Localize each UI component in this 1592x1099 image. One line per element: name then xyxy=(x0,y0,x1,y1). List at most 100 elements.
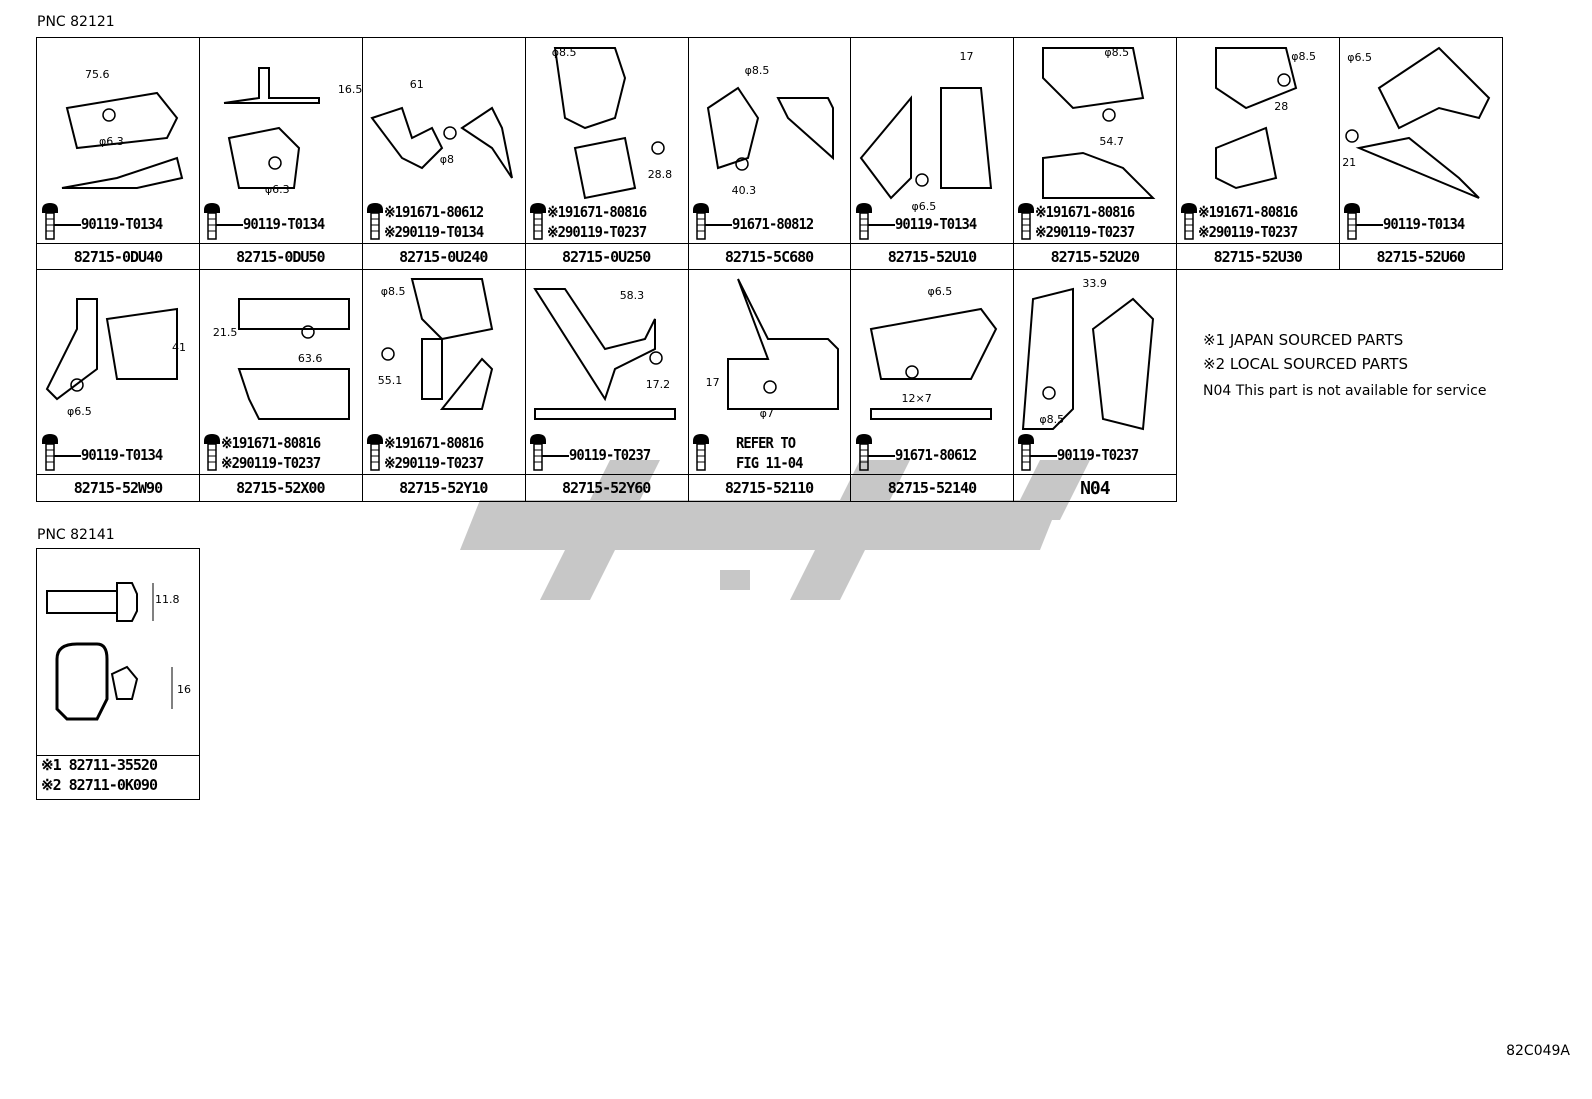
part-cell-82715-52y10[interactable]: φ8.5 55.1 ※191671-80816 ※290119-T0237 82715-… xyxy=(361,269,526,502)
part-number: ※1 82711-35520 xyxy=(37,755,199,774)
bolt-part-number: ※290119-T0237 xyxy=(1035,223,1135,241)
bolt-part-number: ※290119-T0237 xyxy=(383,454,484,472)
bracket-drawing xyxy=(381,278,493,410)
bracket-drawing xyxy=(869,307,997,420)
bracket-drawing xyxy=(45,298,178,401)
bolt-icon xyxy=(42,203,63,240)
dimension-label: φ8 xyxy=(439,153,455,166)
bolt-part-number: ※290119-T0134 xyxy=(383,223,484,241)
part-number: 82715-0U240 xyxy=(361,243,525,271)
bracket-drawing xyxy=(859,87,992,200)
dimension-label: φ8.5 xyxy=(551,46,577,59)
part-number: 82715-52110 xyxy=(687,474,851,502)
leader-line xyxy=(874,455,895,457)
dimension-label: φ6.3 xyxy=(264,183,290,196)
bolt-icon xyxy=(1018,203,1035,240)
part-cell-82141[interactable]: 11.8 16 ※1 82711-35520 ※2 82711-0K090 xyxy=(36,548,200,800)
bolt-icon xyxy=(692,203,714,240)
bolt-icon xyxy=(366,203,383,240)
dimension-label: 16.5 xyxy=(337,83,363,96)
bolt-icon xyxy=(1018,434,1040,471)
bracket-drawing xyxy=(706,86,834,171)
bolt-icon xyxy=(529,434,551,471)
dimension-label: 11.8 xyxy=(155,593,180,606)
dimension-label: 41 xyxy=(172,341,186,354)
pnc-82121-title: PNC 82121 xyxy=(37,14,115,30)
bolt-part-number: 90119-T0134 xyxy=(894,215,977,233)
bolt-part-number: 90119-T0134 xyxy=(81,215,163,233)
dimension-label: φ8.5 xyxy=(380,285,406,298)
dimension-label: φ8.5 xyxy=(744,64,770,77)
part-number: 82715-5C680 xyxy=(687,243,851,271)
bolt-part-number: ※290119-T0237 xyxy=(220,454,321,472)
legend-not-available: N04 This part is not available for servi… xyxy=(1203,383,1487,399)
bracket-drawing xyxy=(1042,47,1156,199)
bolt-part-number: ※191671-80816 xyxy=(383,434,484,452)
legend-local-sourced: ※2 LOCAL SOURCED PARTS xyxy=(1203,355,1408,373)
bracket-drawing xyxy=(726,278,839,410)
bolt-icon xyxy=(366,434,383,471)
bracket-drawing xyxy=(237,298,350,420)
dimension-label: φ8.5 xyxy=(1039,413,1065,426)
dimension-label: φ6.5 xyxy=(1347,51,1372,64)
bolt-icon xyxy=(1181,203,1198,240)
part-number: 82715-52W90 xyxy=(37,474,199,502)
bolt-part-number: FIG 11-04 xyxy=(735,454,803,472)
bolt-icon xyxy=(529,203,546,240)
leader-line xyxy=(548,455,569,457)
dimension-label: 63.6 xyxy=(297,352,323,365)
dimension-label: 21.5 xyxy=(212,326,238,339)
dimension-label: 33.9 xyxy=(1082,277,1107,290)
figure-code: 82C049A xyxy=(1506,1043,1570,1059)
bracket-drawing xyxy=(223,67,320,189)
pnc-82141-title: PNC 82141 xyxy=(37,527,115,543)
dimension-label: φ6.3 xyxy=(99,135,124,148)
bracket-drawing xyxy=(1022,287,1155,431)
bolt-part-number: 90119-T0134 xyxy=(1383,215,1465,233)
bolt-icon xyxy=(855,203,877,240)
part-number: 82715-52U10 xyxy=(850,243,1014,271)
part-number: 82715-52U30 xyxy=(1176,243,1340,271)
bolt-icon xyxy=(203,434,220,471)
part-number: 82715-52U60 xyxy=(1339,243,1503,271)
dimension-label: 12×7 xyxy=(901,392,932,405)
leader-line xyxy=(222,224,243,226)
bolt-part-number: 90119-T0237 xyxy=(1057,446,1139,464)
bracket-drawing xyxy=(370,106,513,179)
dimension-label: φ8.5 xyxy=(1291,50,1317,63)
dimension-label: φ8.5 xyxy=(1104,46,1130,59)
part-number: 82715-0DU50 xyxy=(198,243,362,271)
bracket-drawing xyxy=(1345,46,1491,199)
dimension-label: 16 xyxy=(177,683,191,696)
leader-line xyxy=(874,224,895,226)
dimension-label: φ7 xyxy=(759,407,774,420)
bolt-icon xyxy=(42,434,63,471)
bracket-drawing xyxy=(61,91,184,189)
bolt-part-number: 90119-T0237 xyxy=(568,446,651,464)
part-number: 82715-52Y10 xyxy=(361,474,525,502)
bolt-part-number: ※191671-80816 xyxy=(546,203,647,221)
leader-line xyxy=(1037,455,1058,457)
part-number: ※2 82711-0K090 xyxy=(41,776,158,794)
dimension-label: φ6.5 xyxy=(911,200,937,213)
dimension-label: 55.1 xyxy=(377,374,403,387)
bracket-drawing xyxy=(553,47,665,200)
leader-line xyxy=(1363,224,1384,226)
